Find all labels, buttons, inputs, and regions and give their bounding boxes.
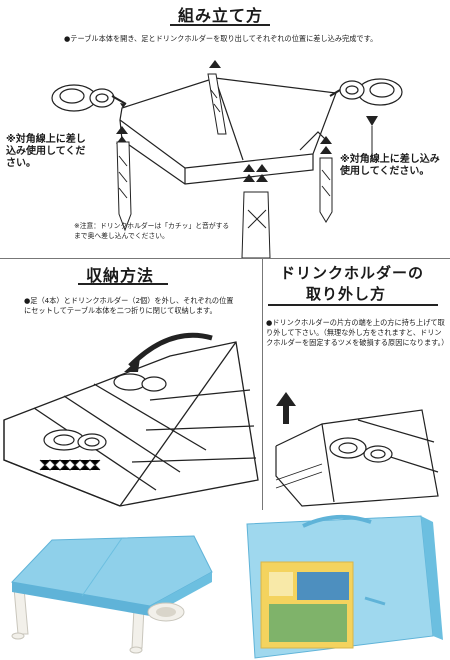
storage-instruction: ●足（4本）とドリンクホルダー（2個）を外し、それぞれの位置にセットしてテーブル…: [24, 296, 234, 315]
column-divider: [262, 258, 263, 510]
storage-illustration: [3, 332, 259, 507]
open-table-photo: [10, 535, 213, 654]
assembly-note-left: ※対角線上に差し込み使用してください。: [6, 134, 86, 169]
storage-title: 収納方法: [86, 266, 155, 285]
removal-title-line2: 取り外し方: [306, 285, 387, 303]
assembly-instruction: ●テーブル本体を開き、足とドリンクホルダーを取り出してそれぞれの位置に差し込み完…: [64, 34, 378, 43]
folded-case-photo: [246, 514, 443, 659]
assembly-illustration: [51, 60, 403, 259]
removal-illustration: [275, 392, 439, 507]
removal-instruction: ●ドリンクホルダーの片方の端を上の方に持ち上げて取り外して下さい。（無理な外し方…: [266, 318, 449, 347]
product-photos: [0, 512, 450, 660]
assembly-caution: ※注意：ドリンクホルダーは「カチッ」と音がするまで奥へ差し込んでください。: [74, 222, 230, 240]
storage-title-underline: [78, 283, 168, 285]
removal-title-underline: [268, 304, 438, 306]
assembly-note-right: ※対角線上に差し込み使用してください。: [340, 154, 440, 177]
removal-title-line1: ドリンクホルダーの: [280, 264, 425, 282]
section-divider: [0, 258, 450, 259]
assembly-title: 組み立て方: [178, 6, 264, 25]
assembly-title-underline: [170, 24, 270, 26]
